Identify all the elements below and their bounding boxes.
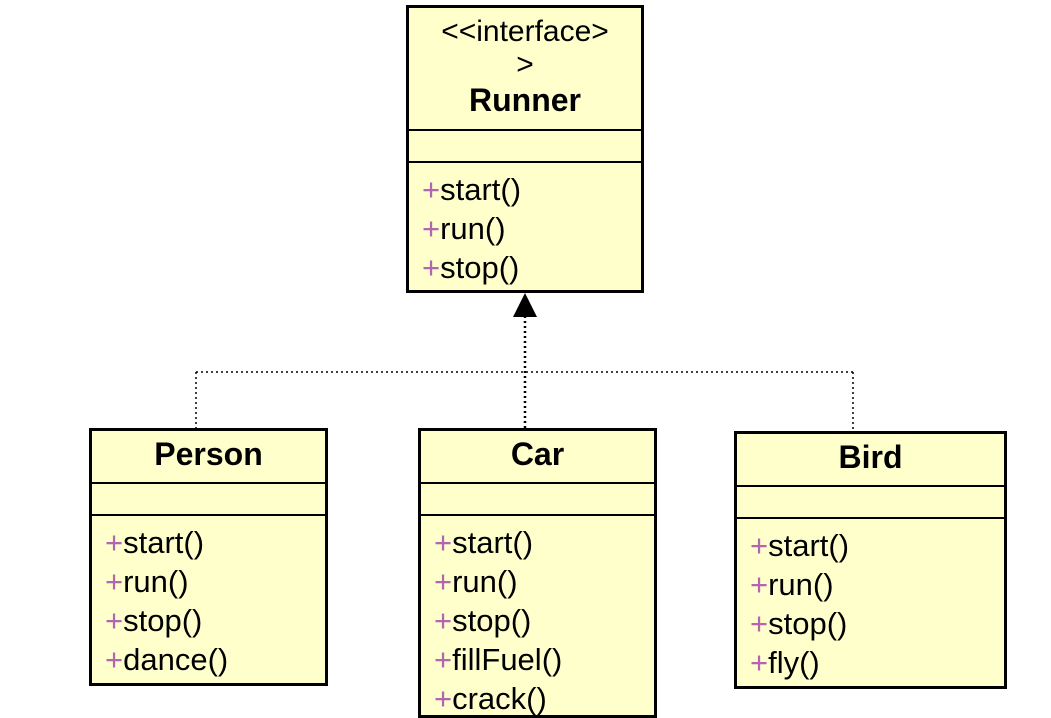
class-bird: Bird +start() +run() +stop() +fly()	[734, 431, 1007, 689]
interface-runner: <<interface> > Runner +start() +run() +s…	[406, 5, 644, 293]
interface-name-compartment: <<interface> > Runner	[409, 8, 641, 131]
operation-label: dance()	[123, 642, 229, 677]
operation-item: +run()	[434, 562, 654, 601]
operation-item: +run()	[105, 562, 325, 601]
class-attribute-compartment	[421, 484, 654, 516]
class-operation-compartment: +start() +run() +stop() +dance()	[92, 516, 325, 679]
visibility-symbol: +	[422, 211, 441, 246]
operation-label: run()	[123, 564, 189, 599]
visibility-symbol: +	[434, 642, 453, 677]
visibility-symbol: +	[105, 564, 124, 599]
operation-item: +run()	[750, 565, 1004, 604]
operation-label: stop()	[452, 603, 532, 638]
interface-name: Runner	[469, 82, 581, 118]
operation-label: start()	[452, 525, 534, 560]
operation-label: crack()	[452, 681, 547, 716]
class-attribute-compartment	[737, 487, 1004, 519]
operation-label: stop()	[123, 603, 203, 638]
class-car: Car +start() +run() +stop() +fillFuel() …	[418, 428, 657, 718]
operation-label: start()	[123, 525, 205, 560]
operation-item: +fly()	[750, 643, 1004, 682]
class-name: Car	[510, 436, 565, 472]
operation-label: run()	[768, 567, 834, 602]
operation-item: +dance()	[105, 640, 325, 679]
visibility-symbol: +	[105, 642, 124, 677]
operation-label: start()	[768, 528, 850, 563]
visibility-symbol: +	[105, 603, 124, 638]
operation-label: fly()	[768, 645, 820, 680]
operation-item: +crack()	[434, 679, 654, 718]
class-attribute-compartment	[92, 484, 325, 516]
operation-item: +stop()	[750, 604, 1004, 643]
visibility-symbol: +	[750, 606, 769, 641]
visibility-symbol: +	[750, 528, 769, 563]
operation-label: start()	[440, 172, 522, 207]
class-operation-compartment: +start() +run() +stop() +fillFuel() +cra…	[421, 516, 654, 718]
class-name-compartment: Car	[421, 431, 654, 484]
class-person: Person +start() +run() +stop() +dance()	[89, 428, 328, 686]
visibility-symbol: +	[422, 250, 441, 285]
class-operation-compartment: +start() +run() +stop() +fly()	[737, 519, 1004, 682]
operation-label: run()	[452, 564, 518, 599]
operation-label: run()	[440, 211, 506, 246]
class-name-compartment: Bird	[737, 434, 1004, 487]
visibility-symbol: +	[750, 645, 769, 680]
interface-stereotype: <<interface>	[441, 15, 609, 48]
operation-label: stop()	[768, 606, 848, 641]
operation-item: +start()	[105, 523, 325, 562]
operation-item: +start()	[750, 526, 1004, 565]
class-name: Bird	[838, 439, 903, 475]
operation-label: fillFuel()	[452, 642, 563, 677]
operation-item: +fillFuel()	[434, 640, 654, 679]
operation-item: +stop()	[434, 601, 654, 640]
operation-item: +stop()	[105, 601, 325, 640]
interface-attribute-compartment	[409, 131, 641, 163]
class-name: Person	[154, 436, 263, 472]
operation-label: stop()	[440, 250, 520, 285]
class-name-compartment: Person	[92, 431, 325, 484]
visibility-symbol: +	[434, 564, 453, 599]
visibility-symbol: +	[750, 567, 769, 602]
visibility-symbol: +	[105, 525, 124, 560]
visibility-symbol: +	[434, 525, 453, 560]
visibility-symbol: +	[434, 603, 453, 638]
interface-stereotype-tail: >	[516, 48, 534, 81]
operation-item: +stop()	[422, 248, 641, 287]
operation-item: +run()	[422, 209, 641, 248]
realization-arrowhead	[513, 293, 537, 317]
operation-item: +start()	[434, 523, 654, 562]
operation-item: +start()	[422, 170, 641, 209]
visibility-symbol: +	[422, 172, 441, 207]
visibility-symbol: +	[434, 681, 453, 716]
interface-operation-compartment: +start() +run() +stop()	[409, 163, 641, 287]
